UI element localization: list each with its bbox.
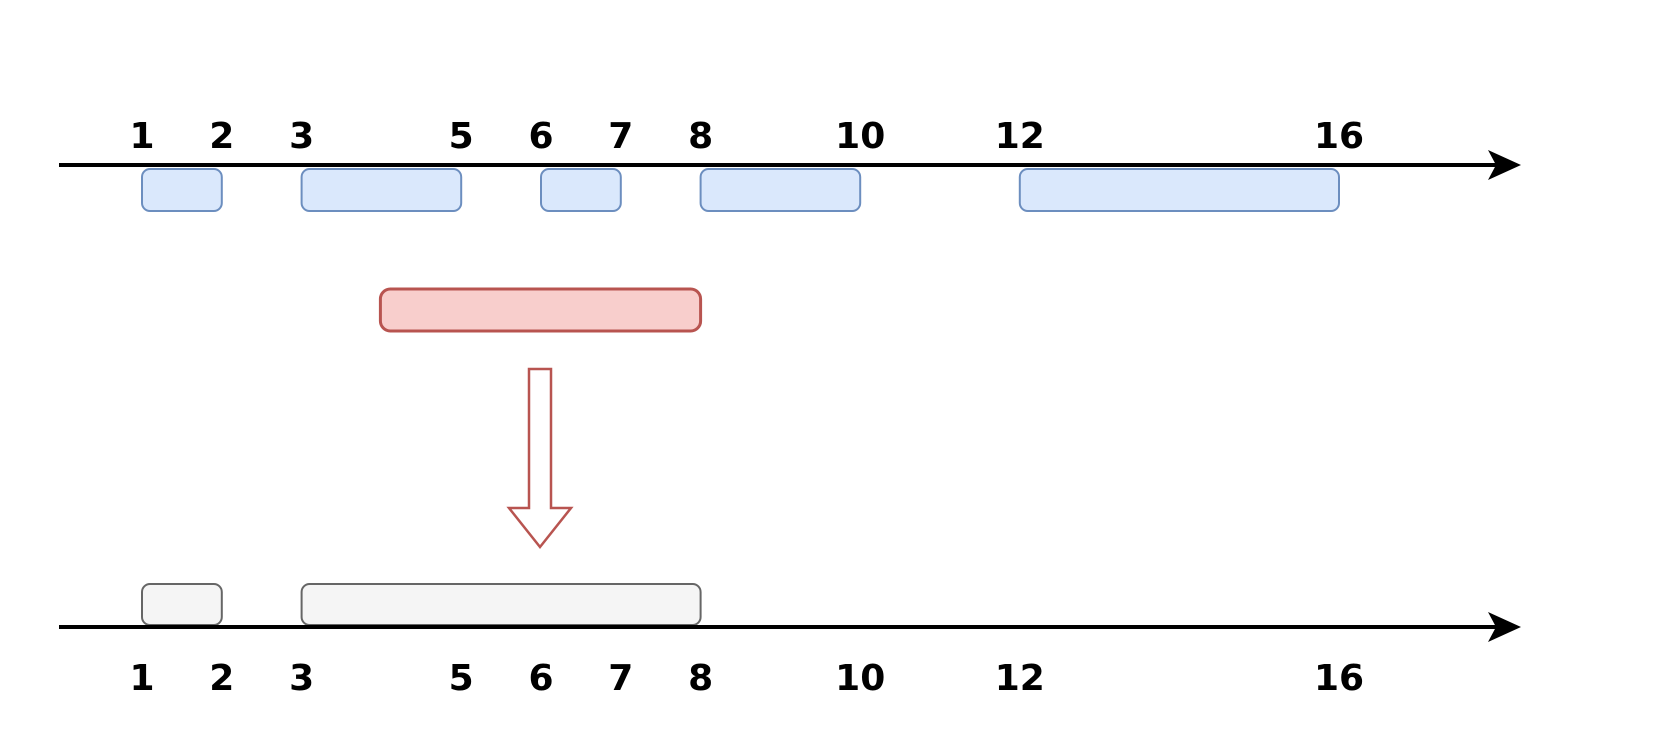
tick-label-2: 2 — [209, 116, 234, 157]
tick-label-1: 1 — [129, 116, 154, 157]
tick-label-3: 3 — [289, 658, 314, 699]
tick-label-8: 8 — [688, 116, 713, 157]
tick-label-16: 16 — [1314, 116, 1364, 157]
top-axis-right-arrowhead-icon — [1488, 150, 1521, 180]
merge-down-arrow-icon — [506, 367, 574, 550]
tick-label-10: 10 — [835, 658, 885, 699]
interval-rect-3-5 — [300, 168, 463, 212]
result-rect-3-8 — [300, 583, 702, 626]
bottom-axis-right-arrowhead-icon — [1488, 612, 1521, 642]
tick-label-2: 2 — [209, 658, 234, 699]
interval-rect-12-16 — [1018, 168, 1340, 212]
tick-label-12: 12 — [995, 116, 1045, 157]
tick-label-6: 6 — [528, 116, 553, 157]
tick-label-7: 7 — [608, 116, 633, 157]
tick-label-1: 1 — [129, 658, 154, 699]
top-intervals-group — [141, 168, 1340, 212]
interval-rect-6-7 — [540, 168, 622, 212]
interval-rect-1-2 — [141, 168, 223, 212]
new-interval-group — [378, 287, 703, 333]
result-intervals-group — [141, 583, 702, 626]
tick-label-5: 5 — [449, 658, 474, 699]
tick-label-7: 7 — [608, 658, 633, 699]
tick-label-10: 10 — [835, 116, 885, 157]
interval-rect-8-10 — [699, 168, 862, 212]
tick-label-6: 6 — [528, 658, 553, 699]
result-rect-1-2 — [141, 583, 223, 626]
tick-label-3: 3 — [289, 116, 314, 157]
new-interval-rect — [378, 287, 703, 333]
tick-label-8: 8 — [688, 658, 713, 699]
merge-arrow-group — [506, 367, 574, 550]
tick-label-12: 12 — [995, 658, 1045, 699]
tick-label-5: 5 — [449, 116, 474, 157]
tick-label-16: 16 — [1314, 658, 1364, 699]
